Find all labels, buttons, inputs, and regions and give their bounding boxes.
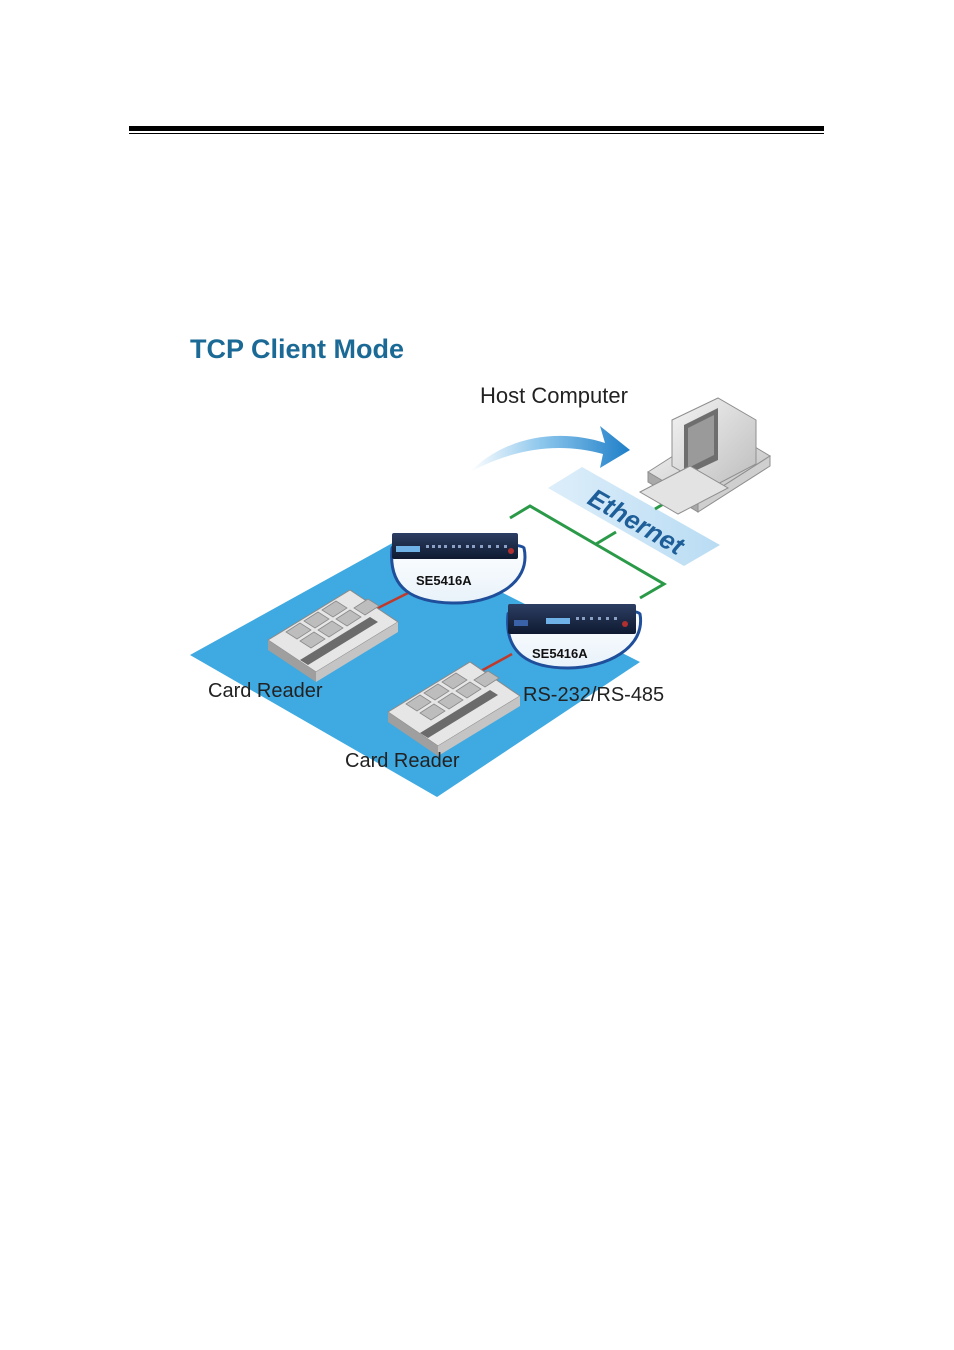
data-flow-arrow (470, 426, 630, 472)
device-server-2: SE5416A (506, 604, 643, 670)
diagram-title: TCP Client Mode (190, 334, 404, 364)
card-reader-1-icon (267, 589, 399, 682)
card-reader-1-label: Card Reader (208, 680, 323, 702)
host-computer-label: Host Computer (480, 383, 628, 408)
serial-interface-label: RS-232/RS-485 (523, 684, 664, 706)
site-floor (190, 540, 640, 797)
header-rule (129, 126, 824, 131)
device-server-1: SE5416A (390, 533, 527, 605)
card-reader-2-label: Card Reader (345, 750, 460, 772)
ethernet-band (548, 467, 720, 566)
device-1-label: SE5416A (416, 573, 472, 588)
device-2-label: SE5416A (532, 646, 588, 661)
card-reader-2-icon (387, 661, 521, 756)
host-computer-icon (638, 397, 771, 515)
header-rule-thin (129, 133, 824, 134)
